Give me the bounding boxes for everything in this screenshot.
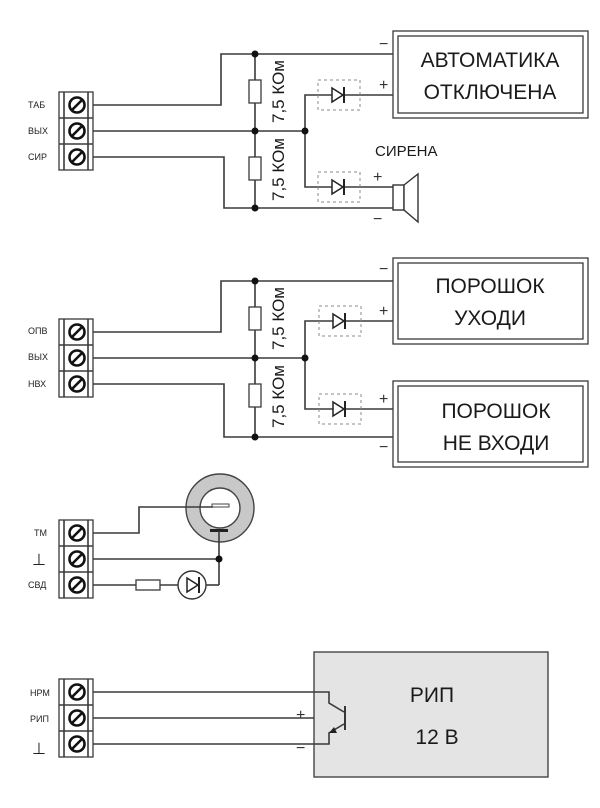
ground-icon: ⊥	[32, 550, 46, 569]
siren-plus: +	[373, 169, 382, 186]
resistor-bottom	[248, 156, 262, 181]
section-rip: НРМ РИП ⊥ РИП 12 В + −	[30, 651, 549, 778]
minus-sign: −	[379, 261, 388, 278]
rip-power-supply: РИП 12 В	[313, 651, 549, 778]
transistor-icon	[329, 706, 346, 733]
terminal-screw-icon[interactable]	[68, 550, 86, 568]
terminal-screw-icon[interactable]	[68, 524, 86, 542]
display-line2: ОТКЛЮЧЕНА	[424, 81, 557, 104]
terminal-screw-icon[interactable]	[68, 148, 86, 166]
terminal-label-svd: СВД	[28, 580, 46, 590]
led-icon	[177, 570, 207, 600]
terminal-block-3	[58, 519, 94, 599]
touch-memory-reader-icon	[185, 473, 255, 543]
section-tablo-siren: ТАБ ВЫХ СИР 7,5 КОм 7,5 КОм	[28, 30, 589, 228]
terminal-label-vyh: ВЫХ	[28, 126, 48, 136]
terminal-screw-icon[interactable]	[68, 96, 86, 114]
speaker-icon	[392, 172, 419, 224]
terminal-label-opv: ОПВ	[28, 326, 47, 336]
terminal-block-2	[58, 318, 94, 398]
resistor-bottom-label: 7,5 КОм	[269, 365, 288, 428]
terminal-screw-icon[interactable]	[68, 709, 86, 727]
plus-sign: +	[379, 303, 388, 320]
diode-icon	[318, 305, 362, 337]
terminal-label-sir: СИР	[28, 152, 47, 162]
display-poroshok-ne-vhodi: ПОРОШОК НЕ ВХОДИ	[392, 380, 589, 468]
display-line1: АВТОМАТИКА	[421, 49, 560, 72]
terminal-label-vyh: ВЫХ	[28, 352, 48, 362]
display-line2: НЕ ВХОДИ	[443, 432, 550, 455]
terminal-label-tab: ТАБ	[28, 100, 45, 110]
display-line2: УХОДИ	[454, 307, 526, 330]
diode-icon	[318, 393, 362, 425]
terminal-screw-icon[interactable]	[68, 349, 86, 367]
rip-plus: +	[296, 707, 305, 724]
terminal-screw-icon[interactable]	[68, 576, 86, 594]
terminal-screw-icon[interactable]	[68, 735, 86, 753]
section-poroshok: ОПВ ВЫХ НВХ 7,5 КОм 7,5 КОм ПОРОШ	[28, 257, 589, 468]
resistor-top	[248, 306, 262, 331]
minus-sign: −	[379, 36, 388, 53]
rip-title: РИП	[410, 684, 454, 707]
resistor-top-label: 7,5 КОм	[269, 60, 288, 123]
rip-voltage: 12 В	[415, 726, 458, 749]
terminal-screw-icon[interactable]	[68, 323, 86, 341]
terminal-label-nvh: НВХ	[28, 379, 46, 389]
diode-icon	[317, 79, 361, 111]
terminal-screw-icon[interactable]	[68, 375, 86, 393]
terminal-block-4	[58, 678, 94, 758]
display-poroshok-uhodi: ПОРОШОК УХОДИ	[392, 257, 589, 345]
terminal-screw-icon[interactable]	[68, 122, 86, 140]
resistor-top	[248, 79, 262, 104]
diode-icon	[317, 171, 361, 203]
terminal-label-tm: ТМ	[34, 528, 47, 538]
ground-icon: ⊥	[32, 739, 46, 758]
resistor-bottom	[248, 383, 262, 408]
wire-tab	[93, 53, 393, 106]
display-line1: ПОРОШОК	[441, 400, 551, 423]
resistor	[135, 579, 161, 591]
siren-minus: −	[373, 211, 382, 228]
terminal-block-1	[58, 91, 94, 171]
terminal-screw-icon[interactable]	[68, 683, 86, 701]
display-avtomatika: АВТОМАТИКА ОТКЛЮЧЕНА	[392, 30, 589, 119]
section-tm-svd: ТМ ⊥ СВД	[28, 473, 255, 600]
resistor-bottom-label: 7,5 КОм	[269, 138, 288, 201]
plus-sign: +	[379, 391, 388, 408]
siren-label: СИРЕНА	[375, 143, 437, 160]
terminal-label-rip: РИП	[30, 714, 49, 724]
resistor-top-label: 7,5 КОм	[269, 287, 288, 350]
rip-minus: −	[296, 740, 305, 757]
display-line1: ПОРОШОК	[435, 275, 545, 298]
plus-sign: +	[379, 77, 388, 94]
minus-sign: −	[379, 439, 388, 456]
wire-sir	[93, 156, 393, 209]
terminal-label-nrm: НРМ	[30, 688, 50, 698]
